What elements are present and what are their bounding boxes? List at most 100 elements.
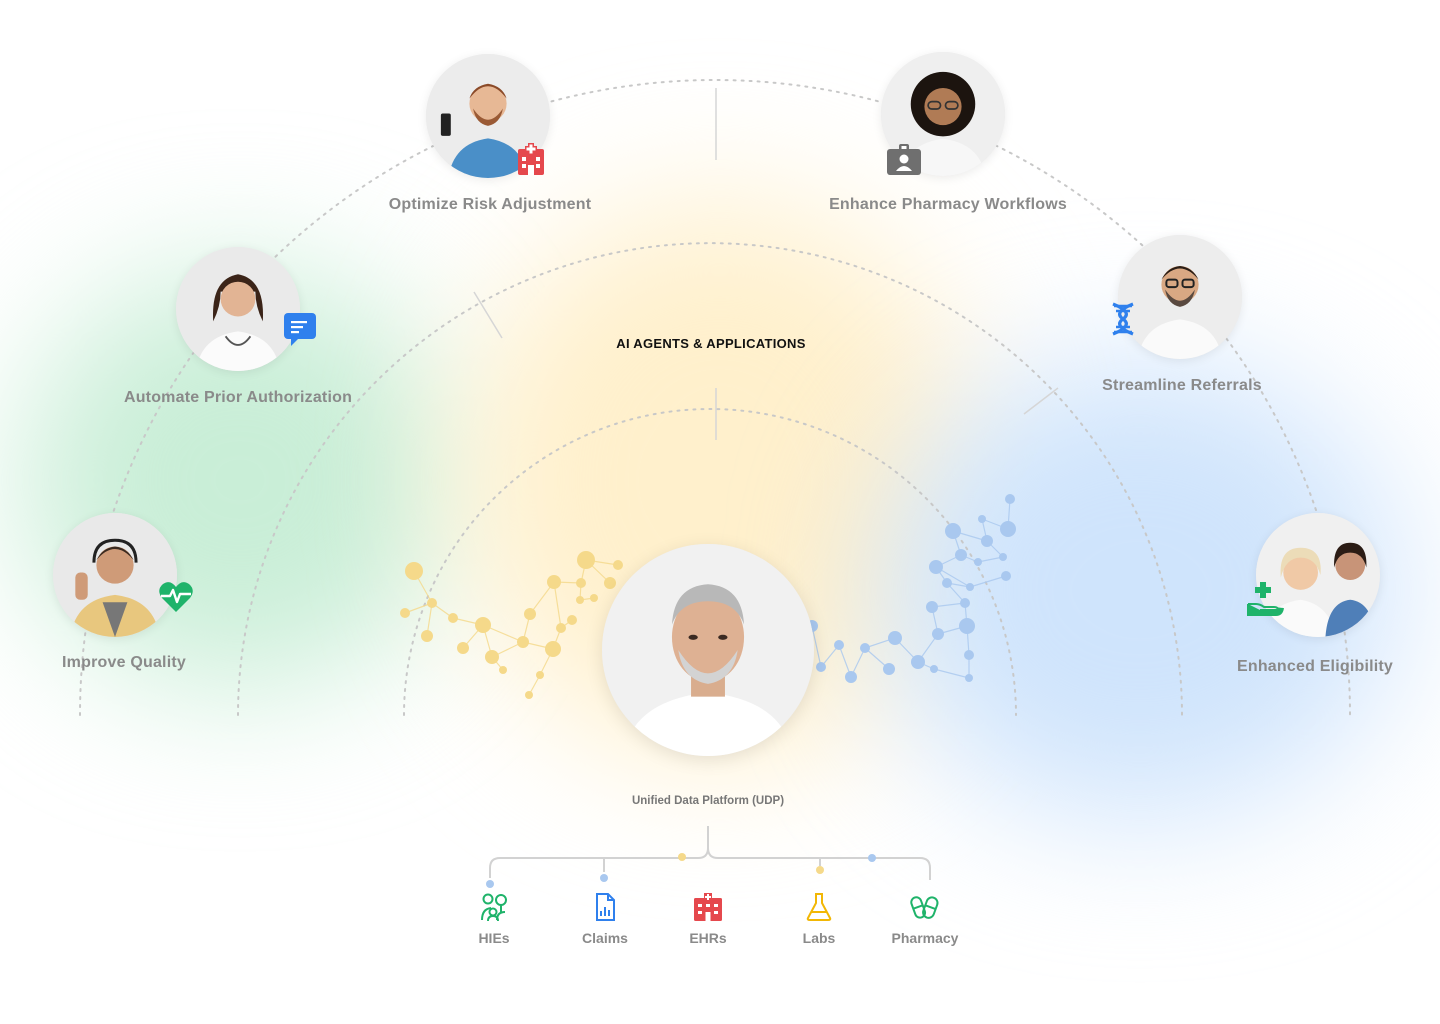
pharmacy-workflows-avatar <box>881 52 1005 176</box>
support-agent-portrait-icon <box>53 513 177 637</box>
network-node <box>945 523 961 539</box>
network-node <box>981 535 993 547</box>
hospital-building-icon <box>693 892 723 922</box>
network-node <box>999 553 1007 561</box>
flask-icon <box>804 892 834 922</box>
middle-arc <box>237 242 1183 716</box>
radial-tick <box>1023 387 1059 415</box>
network-node <box>955 549 967 561</box>
network-node <box>485 650 499 664</box>
yellow-data-network <box>400 551 623 699</box>
female-doctor-portrait-icon <box>176 247 300 371</box>
network-node <box>978 515 986 523</box>
network-node <box>577 551 595 569</box>
network-node <box>1000 521 1016 537</box>
network-node <box>834 640 844 650</box>
tree-dot <box>868 854 876 862</box>
source-claims: Claims <box>560 892 650 946</box>
network-link <box>933 668 970 679</box>
blue-data-network <box>806 494 1016 683</box>
prior-authorization-avatar <box>176 247 300 371</box>
network-link <box>811 625 822 668</box>
tree-dot <box>678 853 686 861</box>
radial-tick <box>473 291 503 339</box>
inner-arc <box>403 408 1017 716</box>
network-node <box>964 650 974 660</box>
improve-quality-avatar <box>53 513 177 637</box>
patient-portrait-icon <box>602 544 814 756</box>
source-hies: HIEs <box>449 892 539 946</box>
network-node <box>545 641 561 657</box>
network-node <box>405 562 423 580</box>
network-node <box>427 598 437 608</box>
tree-dot <box>486 880 494 888</box>
heart-pulse-icon <box>158 580 194 614</box>
network-link <box>977 556 1004 563</box>
network-node <box>457 642 469 654</box>
dna-icon <box>1107 302 1139 336</box>
network-node <box>604 577 616 589</box>
network-node <box>932 628 944 640</box>
network-node <box>942 578 952 588</box>
network-node <box>567 615 577 625</box>
network-node <box>1001 571 1011 581</box>
hospital-icon <box>514 143 548 177</box>
network-node <box>883 663 895 675</box>
patient-avatar <box>602 544 814 756</box>
ai-agents-title: AI AGENTS & APPLICATIONS <box>616 336 806 351</box>
network-node <box>911 655 925 669</box>
network-node <box>929 560 943 574</box>
network-node <box>499 666 507 674</box>
caregiver-portrait-icon <box>1256 513 1380 637</box>
network-node <box>517 636 529 648</box>
network-link <box>553 581 562 629</box>
use-case-label: Optimize Risk Adjustment <box>388 196 592 213</box>
tree-connector <box>489 826 931 880</box>
source-labs: Labs <box>774 892 864 946</box>
pills-icon <box>910 892 940 922</box>
document-chart-icon <box>590 892 620 922</box>
source-label: EHRs <box>689 930 727 946</box>
network-node <box>816 662 826 672</box>
network-node <box>524 608 536 620</box>
eligibility-avatar <box>1256 513 1380 637</box>
network-node <box>576 596 584 604</box>
source-ehrs: EHRs <box>663 892 753 946</box>
network-node <box>556 623 566 633</box>
network-node <box>525 691 533 699</box>
source-label: Claims <box>582 930 628 946</box>
source-pharmacy: Pharmacy <box>880 892 970 946</box>
network-node <box>966 583 974 591</box>
use-case-label: Enhanced Eligibility <box>1236 658 1394 675</box>
network-node <box>536 671 544 679</box>
risk-adjustment-avatar <box>426 54 550 178</box>
tree-dot <box>816 866 824 874</box>
people-network-icon <box>479 892 509 922</box>
hand-care-icon <box>1246 582 1284 616</box>
chat-icon <box>283 312 317 346</box>
network-node <box>960 598 970 608</box>
source-label: Labs <box>802 930 836 946</box>
tree-dot <box>600 874 608 882</box>
network-node <box>421 630 433 642</box>
network-node <box>930 665 938 673</box>
network-node <box>965 674 973 682</box>
id-badge-icon <box>885 143 923 177</box>
network-node <box>613 560 623 570</box>
network-node <box>448 613 458 623</box>
network-node <box>860 643 870 653</box>
network-node <box>576 578 586 588</box>
use-case-label: Improve Quality <box>62 654 186 671</box>
network-link <box>969 575 1007 588</box>
use-case-label: Enhance Pharmacy Workflows <box>829 196 1067 213</box>
network-node <box>888 631 902 645</box>
network-node <box>1005 494 1015 504</box>
source-label: Pharmacy <box>891 930 959 946</box>
use-case-label: Streamline Referrals <box>1102 377 1262 394</box>
use-case-label: Automate Prior Authorization <box>123 389 353 406</box>
network-node <box>845 671 857 683</box>
network-node <box>400 608 410 618</box>
network-node <box>974 558 982 566</box>
